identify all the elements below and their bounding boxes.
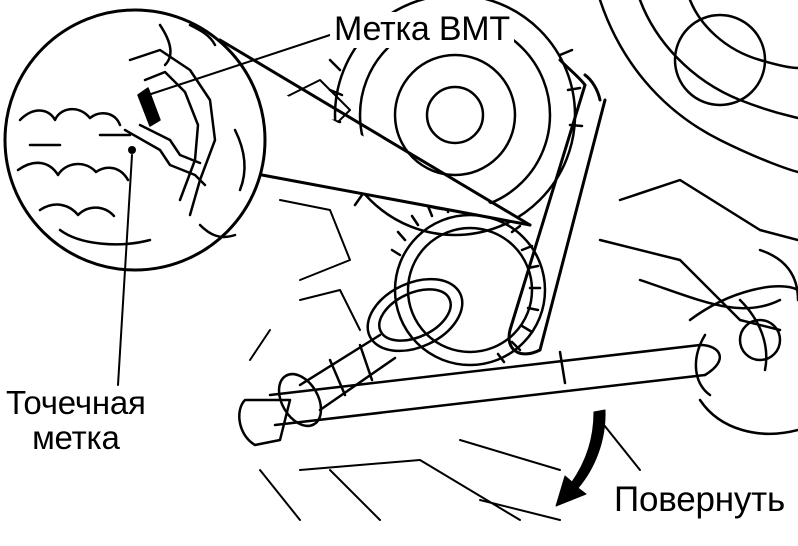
zoom-callout [3, 8, 532, 272]
hand [688, 285, 798, 435]
dot-mark-label-line2: метка [32, 418, 120, 456]
crankshaft-sprocket [390, 200, 547, 367]
tdc-mark-label: Метка ВМТ [330, 11, 515, 48]
curved-arrow-down-icon [555, 409, 606, 507]
dot-mark-label-line1: Точечная [6, 384, 146, 421]
timing-belt [507, 58, 607, 356]
wrench-handle [238, 343, 722, 447]
engine-housing [598, 0, 798, 362]
crank-bolt-socket [277, 277, 464, 428]
dot-mark [128, 146, 136, 154]
leader-lines [117, 34, 331, 386]
dot-mark-label: Точечная метка [4, 384, 148, 456]
tdc-mark [137, 87, 161, 127]
zoomed-sprocket-detail [16, 23, 246, 246]
rotate-label: Повернуть [610, 481, 790, 519]
